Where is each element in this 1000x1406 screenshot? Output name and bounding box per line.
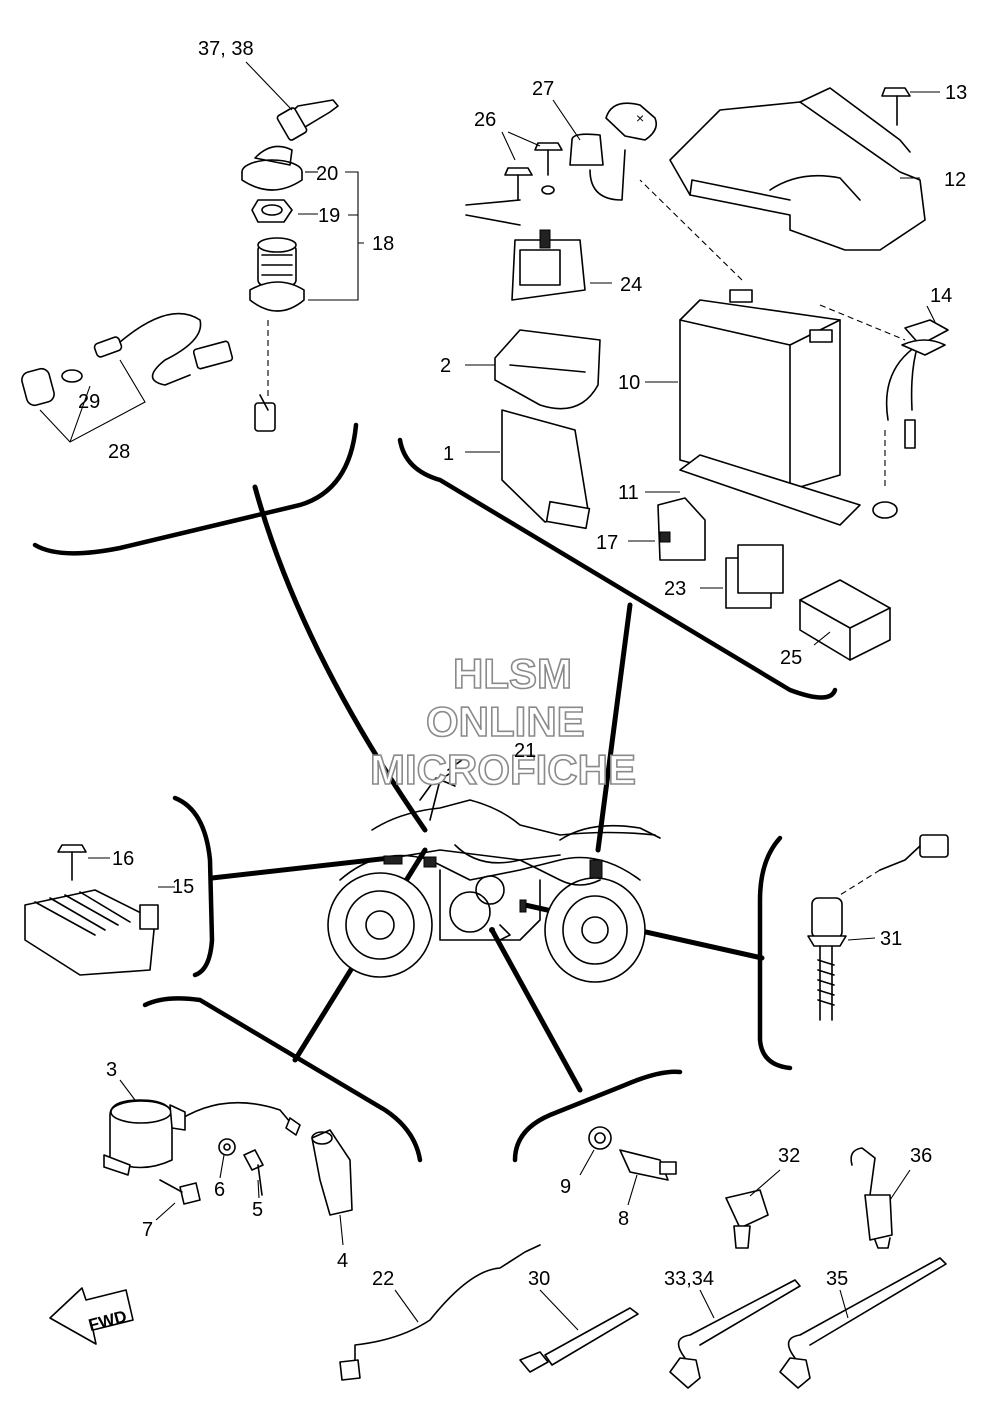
clip-32 [725,1169,781,1249]
callout-17: 17 [596,532,618,554]
callout-21: 21 [514,740,536,762]
tie-30 [519,1289,639,1373]
callout-26: 26 [474,109,496,131]
callout-30: 30 [528,1268,550,1290]
callout-23: 23 [664,578,686,600]
callout-36: 36 [910,1145,932,1167]
callout-12: 12 [944,169,966,191]
watermark: HLSM ONLINE MICROFICHE [369,649,637,794]
callout-22: 22 [372,1268,394,1290]
clip-36 [850,1147,911,1249]
wire-22 [339,1244,541,1381]
ignition-coil-assembly [103,1079,353,1246]
switch-8-9 [579,1126,677,1206]
callout-28: 28 [108,441,130,463]
watermark-line-3: MICROFICHE [370,746,636,793]
callout-24: 24 [620,274,642,296]
main-switch-assembly [21,61,364,443]
callout-8: 8 [618,1208,629,1230]
callout-37-38: 37, 38 [198,38,254,60]
callout-11: 11 [618,482,639,504]
forward-direction-arrow: FWD [49,1287,134,1345]
watermark-line-1: HLSM [453,650,572,697]
svg-text:×: × [636,110,644,126]
tie-35 [779,1257,947,1389]
callout-25: 25 [780,647,802,669]
callout-1: 1 [443,443,454,465]
callout-29: 29 [78,391,100,413]
callout-6: 6 [214,1179,225,1201]
callout-4: 4 [337,1250,348,1272]
callout-3: 3 [106,1059,117,1081]
sensor-assembly [807,834,949,1021]
callout-2: 2 [440,355,451,377]
callout-35: 35 [826,1268,848,1290]
callout-18: 18 [372,233,394,255]
battery-assembly: × [465,87,949,661]
callout-16: 16 [112,848,134,870]
callout-27: 27 [532,78,554,100]
callout-19: 19 [318,205,340,227]
tie-33-34 [669,1279,801,1389]
callout-14: 14 [930,285,952,307]
callout-5: 5 [252,1199,263,1221]
atv-vehicle-illustration [327,759,661,983]
callout-9: 9 [560,1176,571,1198]
callout-10: 10 [618,372,640,394]
callout-13: 13 [945,82,967,104]
callout-labels: 37, 38 20 19 18 29 28 27 26 24 2 1 13 12… [78,38,967,1290]
watermark-line-2: ONLINE [426,698,585,745]
callout-15: 15 [172,876,194,898]
callout-20: 20 [316,163,338,185]
callout-31: 31 [880,928,902,950]
callout-32: 32 [778,1145,800,1167]
rectifier-assembly [24,844,175,976]
callout-33-34: 33,34 [664,1268,714,1290]
callout-7: 7 [142,1219,153,1241]
group-brackets [32,422,838,1163]
